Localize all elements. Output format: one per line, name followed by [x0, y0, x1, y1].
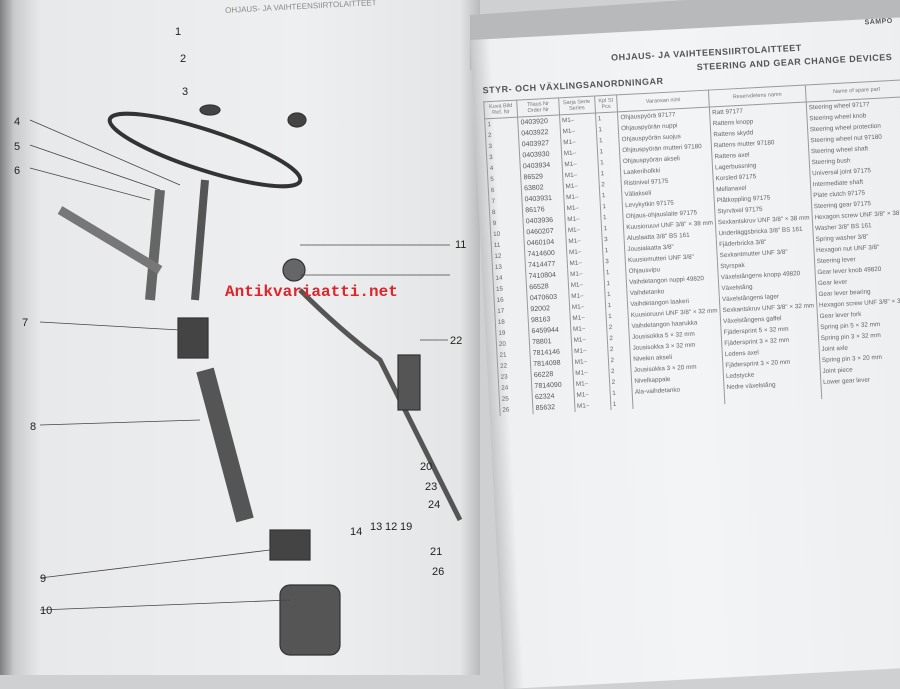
column-header: Sarja Serie Series: [558, 96, 596, 115]
callout-19: 19: [400, 521, 412, 533]
column-header: Kpl St Pcs: [594, 94, 618, 114]
right-page-parts-list: SAMPO OHJAUS- JA VAIHTEENSIIRTOLAITTEET …: [470, 16, 900, 689]
callout-21: 21: [430, 546, 442, 558]
callout-11: 11: [455, 239, 466, 251]
callout-13: 13: [370, 521, 382, 533]
watermark: Antikvariaatti.net: [225, 283, 398, 301]
callout-2: 2: [180, 53, 186, 65]
callout-20: 20: [420, 461, 432, 473]
table-cell: 85632: [532, 400, 575, 414]
table-cell: M1–: [574, 398, 611, 412]
steering-exploded-diagram: 1 2 3 4 5 6 7 8 9 10 11 12 13 14 19 20 2…: [14, 26, 466, 656]
callout-6: 6: [14, 165, 20, 177]
callout-3: 3: [182, 86, 188, 98]
left-page-diagram: OHJAUS- JA VAIHTEENSIIRTOLAITTEET 1 2 3 …: [0, 0, 480, 675]
callout-4: 4: [14, 116, 20, 128]
brand-label: SAMPO: [864, 17, 893, 27]
callout-24: 24: [428, 499, 440, 511]
callout-10: 10: [40, 605, 52, 617]
steering-wheel-part: [107, 111, 303, 189]
table-cell: 26: [499, 402, 534, 416]
callout-8: 8: [30, 421, 36, 433]
column-header: Kuva Bild Ref. Nr: [483, 100, 518, 119]
callout-1: 1: [175, 26, 181, 38]
callout-7: 7: [22, 317, 28, 329]
callout-5: 5: [14, 141, 20, 153]
table-cell: 1: [610, 397, 634, 410]
callout-22: 22: [450, 335, 462, 347]
callout-12: 12: [385, 521, 397, 533]
callout-23: 23: [425, 481, 437, 493]
callout-26: 26: [432, 566, 444, 578]
callout-9: 9: [40, 573, 46, 585]
callout-14: 14: [350, 526, 362, 538]
